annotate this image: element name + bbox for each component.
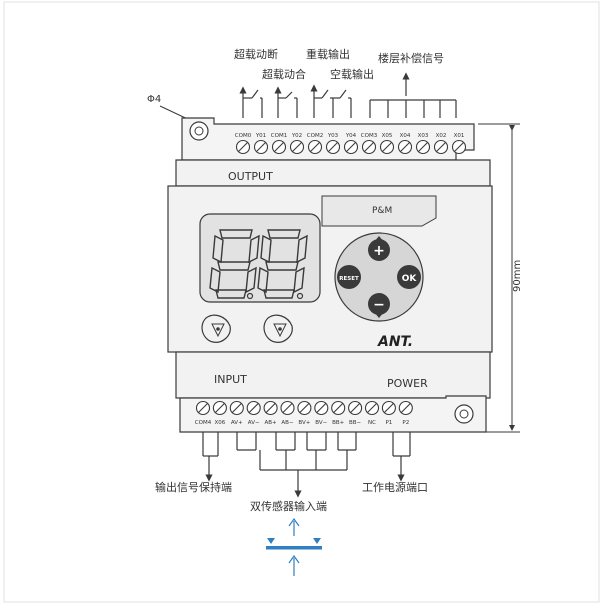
- height-dimension-label: 90mm: [512, 260, 523, 292]
- bottom-terminal-screw-7: [314, 400, 329, 416]
- bottom-terminal-screw-12: [398, 400, 413, 416]
- up-button-label: +: [373, 243, 385, 259]
- seven-segment-digits: [209, 229, 308, 299]
- bottom-terminal-label: AV−: [248, 420, 260, 426]
- bottom-terminal-screw-8: [331, 400, 346, 416]
- bottom-terminal-screw-5: [280, 400, 295, 416]
- bottom-terminal-screws: [195, 400, 413, 416]
- input-label: INPUT: [214, 373, 247, 386]
- top-terminal-screw-9: [397, 139, 413, 155]
- top-terminal-screw-11: [433, 139, 449, 155]
- label-heavy-load-output: 重载输出: [306, 47, 350, 61]
- top-terminal-screw-2: [271, 139, 287, 155]
- bottom-terminal-label: BV−: [315, 420, 327, 426]
- bottom-terminal-screw-4: [263, 400, 278, 416]
- sensor-icon: [266, 517, 322, 576]
- top-terminal-label: COM2: [307, 133, 323, 139]
- led-display-panel: [199, 213, 321, 303]
- label-empty-load-output: 空载输出: [330, 67, 374, 81]
- top-terminal-screws: [235, 139, 467, 155]
- top-terminal-label: Y03: [327, 133, 339, 139]
- output-label: OUTPUT: [228, 170, 273, 183]
- bottom-terminal-screw-2: [229, 400, 244, 416]
- decimal-point-1: [246, 292, 254, 300]
- bottom-terminal-label: BB+: [332, 420, 345, 426]
- reset-button[interactable]: RESET: [337, 265, 361, 289]
- bottom-terminal-label: AB+: [265, 420, 278, 426]
- top-terminal-label: X04: [400, 133, 411, 139]
- label-power-port: 工作电源端口: [362, 480, 428, 494]
- label-overload-no: 超载动合: [262, 67, 306, 81]
- power-label: POWER: [387, 377, 428, 390]
- left-indicator-button[interactable]: [201, 314, 231, 343]
- top-terminal-label: Y04: [345, 133, 357, 139]
- bottom-terminal-label: NC: [368, 420, 376, 426]
- top-wiring: [239, 72, 457, 118]
- brand-logo: ANT.: [377, 334, 413, 350]
- top-terminal-label: Y02: [291, 133, 302, 139]
- bottom-terminal-label: BB−: [349, 420, 362, 426]
- top-terminal-label: X02: [436, 133, 447, 139]
- bottom-wiring: [202, 432, 411, 498]
- bottom-terminal-label: AB−: [281, 420, 294, 426]
- bottom-terminal-screw-3: [246, 400, 261, 416]
- top-terminal-screw-1: [253, 139, 269, 155]
- label-signal-hold: 输出信号保持端: [155, 480, 232, 494]
- top-terminal-label: COM0: [235, 133, 252, 139]
- decimal-point-2: [296, 292, 304, 300]
- bottom-terminal-screw-9: [348, 400, 363, 416]
- down-button-label: −: [373, 297, 385, 313]
- pm-label: P&M: [372, 206, 392, 216]
- top-terminal-screw-7: [361, 139, 377, 155]
- bottom-terminal-screw-0: [195, 400, 211, 416]
- height-dimension: [478, 123, 520, 433]
- top-terminal-screw-6: [343, 139, 359, 155]
- bottom-terminal-label: BV+: [298, 420, 310, 426]
- top-terminal-label: X03: [418, 133, 429, 139]
- top-terminal-screw-3: [289, 139, 305, 155]
- top-terminal-screw-8: [379, 139, 395, 155]
- label-overload-nc: 超载动断: [234, 47, 278, 61]
- down-button[interactable]: −: [368, 293, 390, 318]
- top-terminal-screw-5: [325, 139, 341, 155]
- right-indicator-button[interactable]: [263, 314, 293, 343]
- bottom-terminal-screw-11: [381, 400, 396, 416]
- image-frame: [3, 1, 600, 603]
- bottom-terminal-label: X06: [215, 420, 226, 426]
- up-button[interactable]: +: [368, 236, 390, 261]
- top-terminal-label: Y01: [255, 133, 266, 139]
- top-terminal-screw-4: [307, 139, 323, 155]
- bottom-terminal-screw-10: [364, 400, 380, 416]
- top-terminal-label: COM3: [361, 133, 378, 139]
- hole-diameter-label: Φ4: [147, 94, 161, 105]
- top-terminal-screw-10: [415, 139, 431, 155]
- bottom-terminal-label: P2: [402, 420, 409, 426]
- keypad-ring: [334, 232, 424, 322]
- label-dual-sensor: 双传感器输入端: [250, 499, 327, 513]
- bottom-terminal-screw-1: [212, 400, 227, 416]
- top-terminal-label: X05: [382, 133, 393, 139]
- top-terminal-screw-12: [451, 139, 467, 155]
- top-terminal-label: X01: [454, 133, 465, 139]
- ok-button-label: OK: [402, 274, 418, 284]
- bottom-terminal-label: AV+: [231, 420, 243, 426]
- label-floor-compensation: 楼层补偿信号: [378, 51, 444, 65]
- reset-button-label: RESET: [339, 276, 359, 282]
- top-terminal-screw-0: [235, 139, 251, 155]
- bottom-terminal-screw-6: [297, 400, 312, 416]
- bottom-terminal-label: P1: [385, 420, 392, 426]
- ok-button[interactable]: OK: [397, 265, 421, 289]
- bottom-terminal-label: COM4: [195, 420, 212, 426]
- top-terminal-label: COM1: [271, 133, 287, 139]
